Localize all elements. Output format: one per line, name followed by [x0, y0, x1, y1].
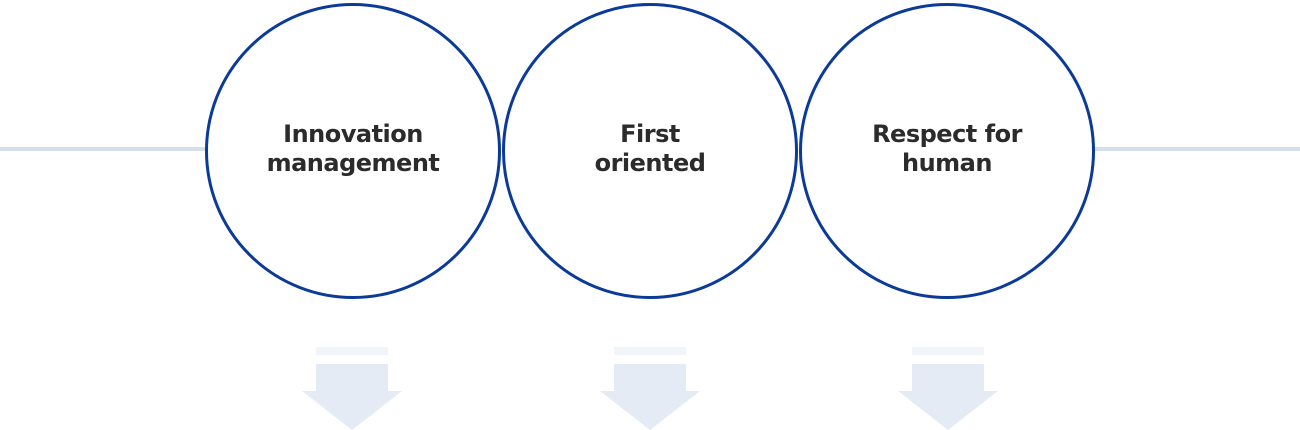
down-arrow-icon	[898, 347, 998, 430]
down-arrow-icon	[302, 347, 402, 430]
down-arrow-icon	[600, 347, 700, 430]
connector-line-right	[1094, 147, 1300, 151]
value-circle-innovation: Innovation management	[205, 3, 501, 299]
value-label-respect: Respect for human	[872, 120, 1022, 177]
value-label-innovation: Innovation management	[266, 120, 440, 177]
value-circle-respect: Respect for human	[799, 3, 1095, 299]
value-circle-first: First oriented	[502, 3, 798, 299]
connector-line-left	[0, 147, 207, 151]
value-label-first: First oriented	[594, 120, 706, 177]
